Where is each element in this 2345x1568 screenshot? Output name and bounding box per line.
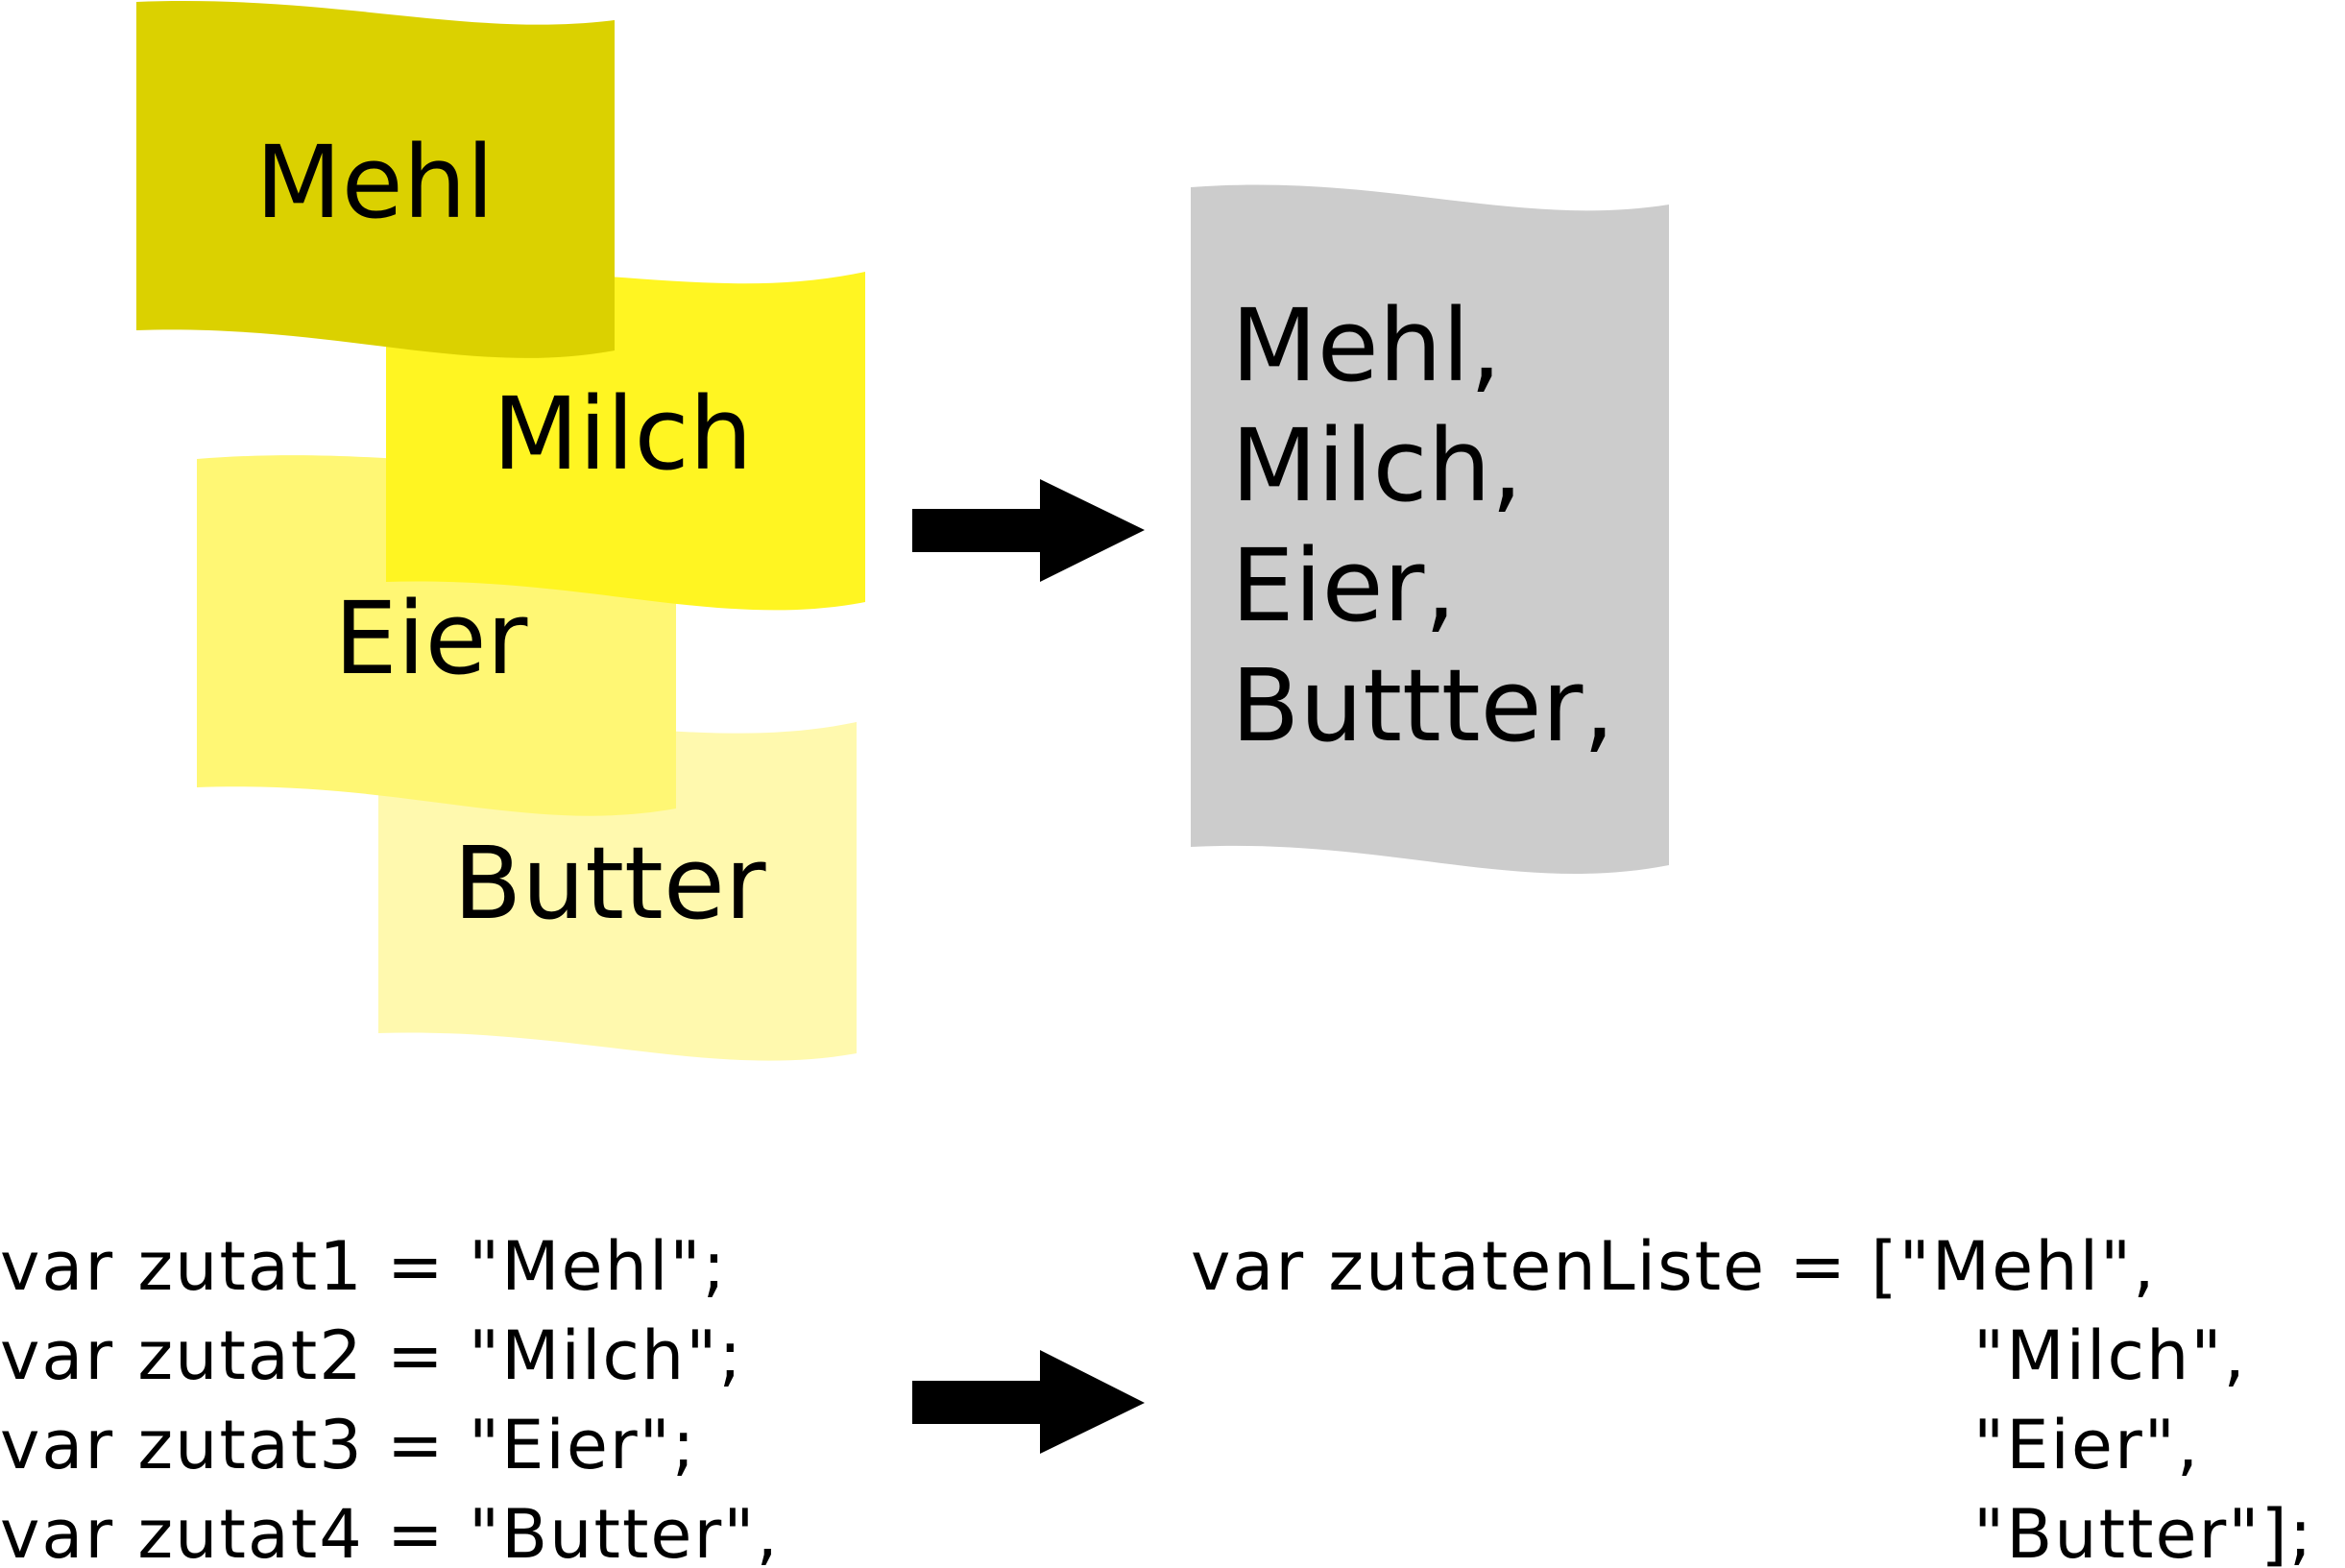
list-line-3: Eier, [1231, 527, 1456, 644]
code-left-line-4: var zutat4 = "Butter", [0, 1495, 780, 1568]
code-block-variables: var zutat1 = "Mehl"; var zutat2 = "Milch… [0, 1227, 780, 1568]
code-left-line-3: var zutat3 = "Eier"; [0, 1406, 696, 1484]
code-right-line-2: "Milch", [1973, 1316, 2247, 1395]
arrow-bottom-icon [912, 1350, 1145, 1454]
code-right-line-1: var zutatenListe = ["Mehl", [1191, 1227, 2157, 1306]
note-butter-label: Butter [453, 825, 766, 942]
code-block-array: var zutatenListe = ["Mehl", "Milch", "Ei… [1191, 1227, 2313, 1568]
note-mehl-label: Mehl [255, 124, 495, 241]
note-mehl: Mehl [136, 1, 615, 358]
code-left-line-2: var zutat2 = "Milch"; [0, 1316, 743, 1395]
list-line-2: Milch, [1231, 407, 1523, 524]
list-card: Mehl, Milch, Eier, Buttter, [1191, 184, 1669, 874]
list-line-4: Buttter, [1231, 647, 1614, 764]
note-mehl-shape [136, 1, 615, 358]
code-right-line-3: "Eier", [1973, 1406, 2200, 1484]
code-right-line-4: "Butter"]; [1973, 1495, 2313, 1568]
arrow-top-icon [912, 479, 1145, 582]
code-left-line-1: var zutat1 = "Mehl"; [0, 1227, 727, 1306]
list-line-1: Mehl, [1231, 287, 1502, 404]
note-eier-label: Eier [334, 580, 528, 697]
note-milch-label: Milch [493, 375, 753, 493]
list-card-shape [1191, 184, 1669, 874]
